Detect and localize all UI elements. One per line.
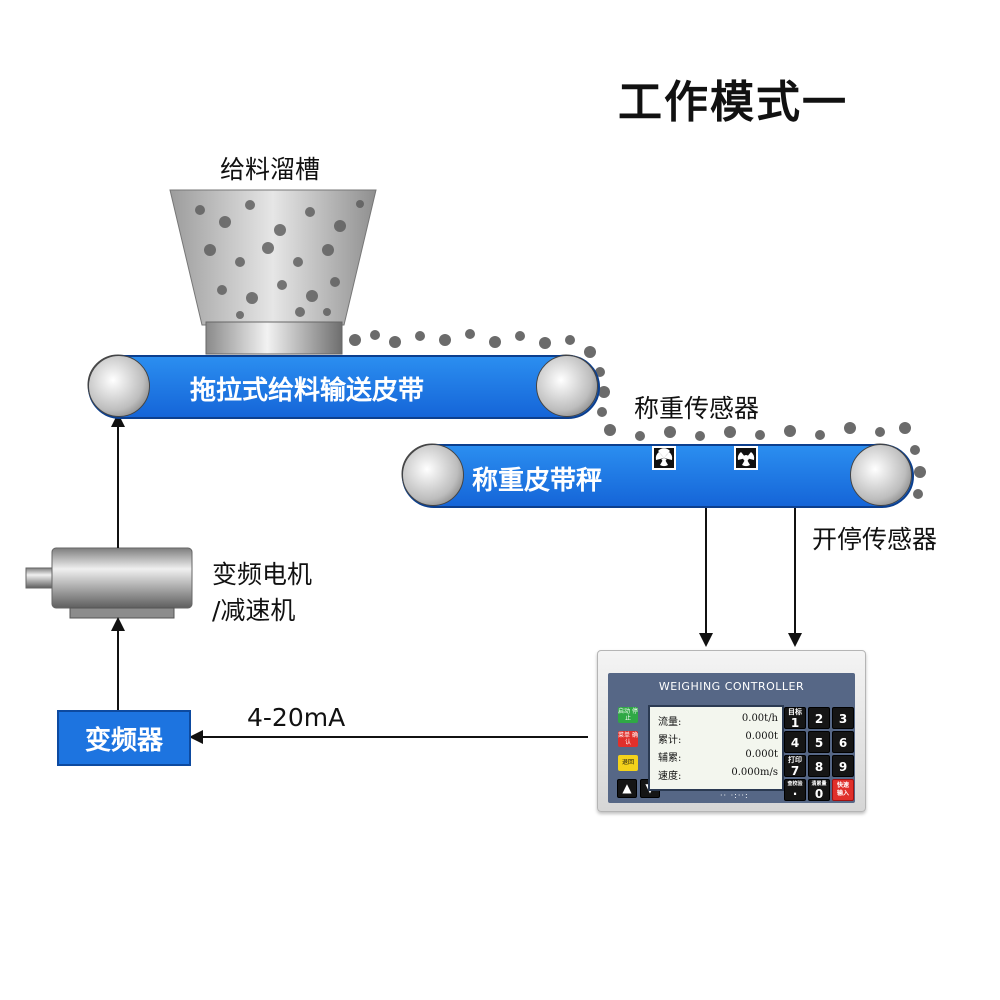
- start-stop-key[interactable]: 启动 停止: [618, 707, 638, 723]
- scale-belt-roller-right: [850, 444, 912, 506]
- controller-name: WEIGHING CONTROLLER: [658, 680, 805, 693]
- radiation-icon: [654, 448, 674, 467]
- vfd-box: 变频器: [57, 710, 191, 766]
- feed-belt-label: 拖拉式给料输送皮带: [190, 376, 425, 406]
- load-cell-left: [652, 446, 676, 470]
- scale-belt-label: 称重皮带秤: [472, 466, 603, 496]
- lcd-row-total: 累计: 0.000t: [658, 731, 778, 746]
- hopper: [169, 189, 377, 355]
- scale-belt-roller-left: [402, 444, 464, 506]
- radiation-icon: [737, 452, 755, 467]
- lcd-aux-value: 0.000t: [745, 749, 778, 760]
- lcd-flow-label: 流量:: [658, 717, 682, 728]
- vfd-label: 变频器: [84, 725, 163, 756]
- feed-belt-roller-right: [536, 355, 598, 417]
- indicator-dots: ·· ·:··:: [720, 791, 749, 800]
- motor-label-line1: 变频电机: [212, 560, 313, 589]
- stop-sensor-label: 开停传感器: [812, 525, 938, 554]
- signal-label: 4-20mA: [247, 703, 346, 732]
- page-title: 工作模式一: [618, 77, 848, 128]
- material-pile: [349, 329, 926, 499]
- lcd-display: 流量: 0.00t/h 累计: 0.000t 辅累: 0.000t 速度: 0.…: [648, 705, 784, 791]
- lcd-total-value: 0.000t: [745, 731, 778, 742]
- lcd-speed-value: 0.000m/s: [731, 767, 778, 778]
- lcd-total-label: 累计:: [658, 735, 682, 746]
- lcd-row-flow: 流量: 0.00t/h: [658, 713, 778, 728]
- lcd-speed-label: 速度:: [658, 771, 682, 782]
- lcd-flow-value: 0.00t/h: [741, 713, 778, 724]
- motor-label-line2: /减速机: [212, 596, 296, 625]
- key-8[interactable]: 8: [808, 755, 830, 777]
- key-9[interactable]: 9: [832, 755, 854, 777]
- lcd-row-aux: 辅累: 0.000t: [658, 749, 778, 764]
- controller-panel: WEIGHING CONTROLLER 启动 停止 菜单 确认 退回 ▲ ▼ 流…: [608, 673, 855, 803]
- load-cell-right: [734, 446, 758, 470]
- key-2[interactable]: 2: [808, 707, 830, 729]
- key-6[interactable]: 6: [832, 731, 854, 753]
- back-key[interactable]: 退回: [618, 755, 638, 771]
- lcd-aux-label: 辅累:: [658, 753, 682, 764]
- quick-input-key[interactable]: 快速 输入: [832, 779, 854, 801]
- feed-belt-roller-left: [88, 355, 150, 417]
- key-4[interactable]: 4: [784, 731, 806, 753]
- key-dot[interactable]: 查校验·: [784, 779, 806, 801]
- motor: [25, 547, 193, 619]
- feed-belt: [88, 355, 600, 419]
- weigh-sensor-label: 称重传感器: [634, 394, 760, 423]
- key-5[interactable]: 5: [808, 731, 830, 753]
- menu-confirm-key[interactable]: 菜单 确认: [618, 731, 638, 747]
- weighing-controller: WEIGHING CONTROLLER 启动 停止 菜单 确认 退回 ▲ ▼ 流…: [597, 650, 866, 812]
- key-3[interactable]: 3: [832, 707, 854, 729]
- lcd-row-speed: 速度: 0.000m/s: [658, 767, 778, 782]
- up-arrow-key[interactable]: ▲: [617, 779, 637, 798]
- hopper-label: 给料溜槽: [220, 155, 321, 184]
